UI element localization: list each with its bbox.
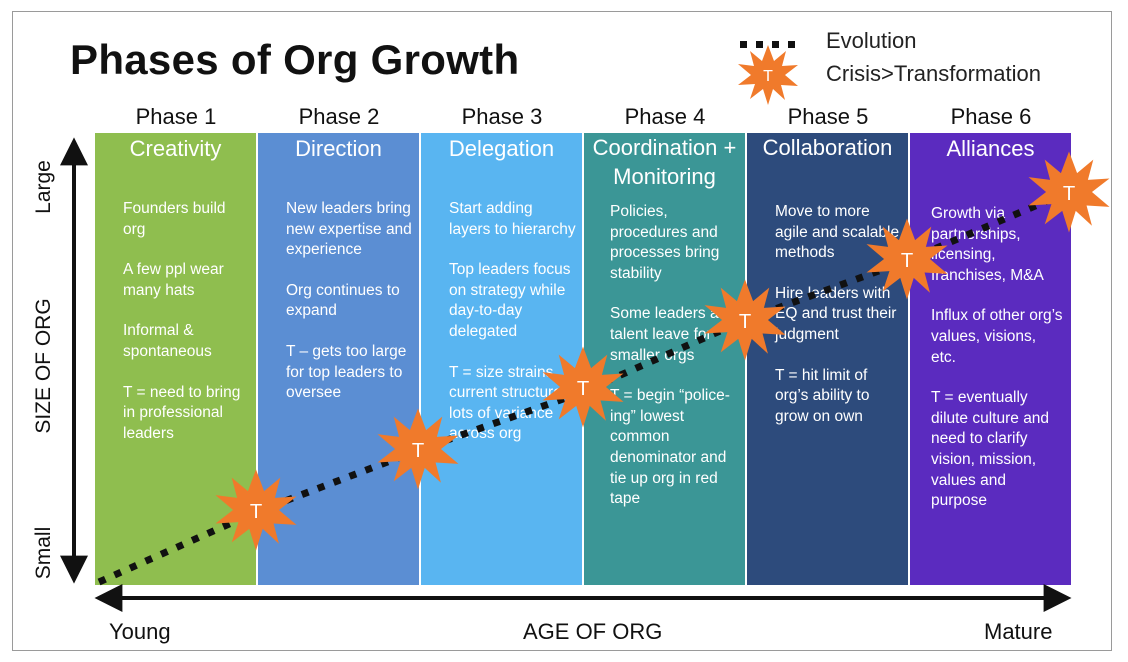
crisis-marker: T <box>215 469 297 551</box>
svg-text:T: T <box>739 311 751 333</box>
x-axis-end-label: Mature <box>984 619 1053 644</box>
legend-crisis-star-icon: T <box>738 45 798 105</box>
phase-6-label: Phase 6 <box>950 104 1032 129</box>
legend-crisis-label: Crisis>Transformation <box>826 61 1041 86</box>
phase-4-column: Coordination + Monitoring Policies, proc… <box>584 133 745 585</box>
phase-2-column: Direction New leaders bring new expertis… <box>258 133 419 585</box>
crisis-marker: T <box>377 408 459 490</box>
phase-5-name: Collaboration <box>762 135 893 160</box>
phase-1-point: A few ppl wear many hats <box>123 261 224 299</box>
crisis-marker: T <box>866 218 948 300</box>
svg-text:T: T <box>577 378 589 400</box>
phase-3-point: Start adding layers to hierarchy <box>449 200 576 238</box>
phase-1-point: Founders build org <box>123 200 226 238</box>
phase-2-name: Direction <box>295 136 382 161</box>
svg-text:T: T <box>412 440 424 462</box>
crisis-marker: T <box>704 279 786 361</box>
phase-3-name: Delegation <box>448 136 555 161</box>
x-axis-start-label: Young <box>109 619 171 644</box>
phase-4-points: Policies, procedures and processes bring… <box>610 202 739 530</box>
x-axis-title: AGE OF ORG <box>523 619 663 644</box>
svg-text:T: T <box>1063 183 1075 205</box>
svg-text:T: T <box>250 501 262 523</box>
phase-1-name: Creativity <box>129 136 222 161</box>
phase-1-label: Phase 1 <box>135 104 217 129</box>
phase-6-point: T = eventually dilute culture and need t… <box>931 389 1050 510</box>
phase-6-points: Growth via partnerships, licensing, fran… <box>931 204 1065 532</box>
y-axis-bottom-label: Small <box>32 526 55 580</box>
phase-4-name: Coordination + Monitoring <box>592 135 737 189</box>
phase-6-point: Influx of other org’s values, visions, e… <box>931 307 1063 366</box>
phase-4-label: Phase 4 <box>624 104 706 129</box>
y-axis-top-label: Large <box>32 160 55 214</box>
phase-4-point: T = begin “police-ing” lowest common den… <box>610 387 730 508</box>
phase-5-label: Phase 5 <box>787 104 869 129</box>
legend-evolution-label: Evolution <box>826 28 917 53</box>
phase-2-point: T – gets too large for top leaders to ov… <box>286 342 407 402</box>
phase-3-label: Phase 3 <box>461 104 543 129</box>
phase-3-point: Top leaders focus on strategy while day-… <box>449 261 571 340</box>
svg-text:T: T <box>901 250 913 272</box>
phase-5-points: Move to more agile and scalable methods … <box>775 202 902 447</box>
phase-1-point: T = need to bring in professional leader… <box>123 383 241 442</box>
phase-1-column: Creativity Founders build org A few ppl … <box>95 133 256 585</box>
phase-5-point: T = hit limit of org’s ability to grow o… <box>775 366 870 425</box>
phase-5-point: Move to more agile and scalable methods <box>775 203 900 262</box>
phase-6-column: Alliances Growth via partnerships, licen… <box>910 133 1071 585</box>
phase-6-point: Growth via partnerships, licensing, fran… <box>931 205 1044 284</box>
phase-5-point: Hire leaders with EQ and trust their jud… <box>775 284 897 343</box>
phase-4-point: Policies, procedures and processes bring… <box>610 203 720 282</box>
page-title: Phases of Org Growth <box>70 36 520 83</box>
crisis-marker: T <box>542 346 624 428</box>
legend-evolution-dots <box>740 41 795 48</box>
phase-2-point: Org continues to expand <box>286 281 400 320</box>
phase-2-points: New leaders bring new expertise and expe… <box>286 199 413 424</box>
phase-2-label: Phase 2 <box>298 104 380 129</box>
phase-4-point: Some leaders and talent leave for smalle… <box>610 305 736 364</box>
phase-1-point: Informal & spontaneous <box>123 322 212 360</box>
phase-5-column: Collaboration Move to more agile and sca… <box>747 133 908 585</box>
y-axis-title: SIZE OF ORG <box>32 298 55 434</box>
crisis-marker: T <box>1028 151 1110 233</box>
phase-2-point: New leaders bring new expertise and expe… <box>286 200 412 259</box>
phase-1-points: Founders build org A few ppl wear many h… <box>123 199 250 464</box>
svg-text:T: T <box>763 68 773 85</box>
phase-6-name: Alliances <box>946 136 1035 161</box>
